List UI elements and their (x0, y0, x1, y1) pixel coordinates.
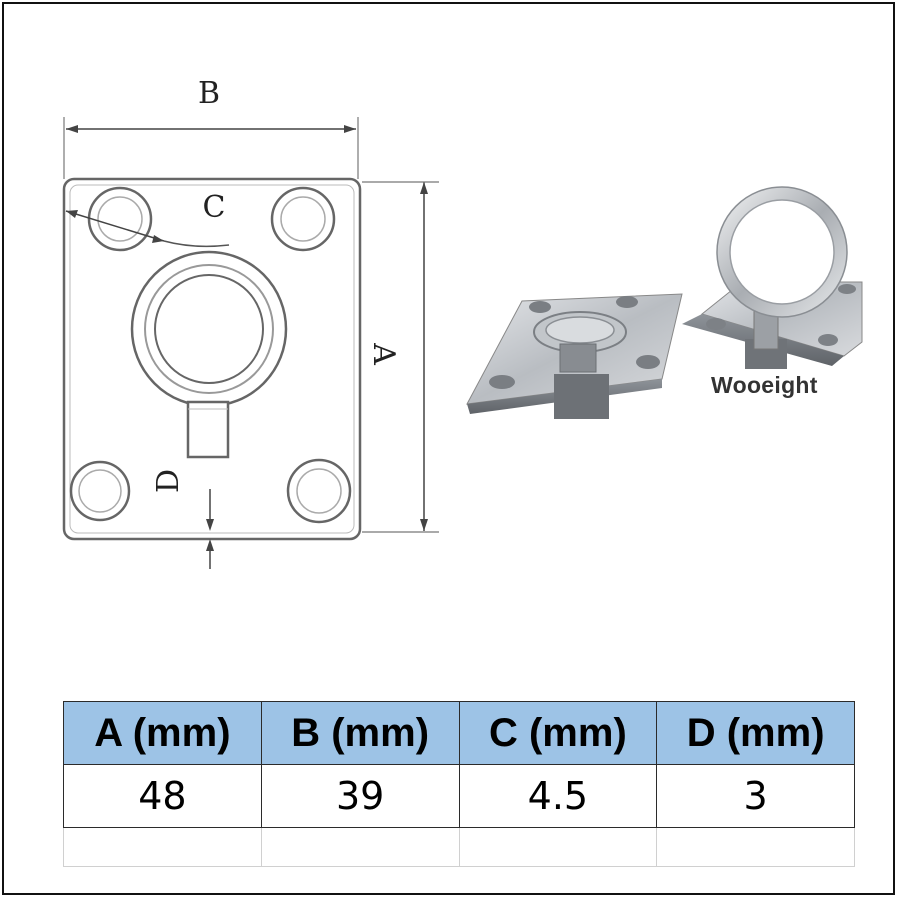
leader-line (163, 240, 230, 248)
empty-cell (458, 827, 658, 867)
screw-hole (69, 460, 131, 522)
table-header-row: A (mm) B (mm) C (mm) D (mm) (63, 701, 855, 765)
dimension-line-c (65, 210, 165, 242)
ring-tab (186, 400, 230, 459)
brand-watermark: Wooeight (711, 372, 818, 398)
technical-drawing: B A (44, 59, 474, 589)
value-c: 4.5 (458, 764, 658, 828)
empty-cell (260, 827, 460, 867)
arrow-icon (420, 182, 428, 194)
plate-outline (62, 177, 362, 541)
screw-hole (270, 186, 336, 252)
header-c: C (mm) (458, 701, 658, 765)
value-b: 39 (260, 764, 460, 828)
empty-cell (656, 827, 855, 867)
arrow-icon (420, 519, 428, 531)
table-empty-row (63, 827, 855, 867)
arrow-icon (66, 210, 78, 218)
arrow-icon (206, 519, 214, 531)
arrow-icon (206, 539, 214, 551)
plate-inner-edge (69, 184, 355, 534)
arrow-icon (66, 125, 78, 133)
header-d: D (mm) (656, 701, 855, 765)
hatch-flush (466, 293, 683, 419)
value-a: 48 (63, 764, 262, 828)
empty-cell (63, 827, 262, 867)
screw-hole (286, 458, 352, 524)
product-photo (462, 174, 882, 434)
dim-label-d: D (151, 469, 186, 493)
dim-label-a: A (366, 342, 401, 365)
header-b: B (mm) (260, 701, 460, 765)
header-a: A (mm) (63, 701, 262, 765)
value-d: 3 (656, 764, 855, 828)
screw-hole (87, 186, 153, 252)
arrow-icon (344, 125, 356, 133)
hatch-ring-raised (682, 186, 863, 369)
dim-label-b: B (198, 76, 220, 111)
table-row: 48 39 4.5 3 (63, 764, 855, 828)
dimension-table: A (mm) B (mm) C (mm) D (mm) 48 39 4.5 3 (63, 701, 855, 867)
dim-label-c: C (203, 190, 226, 225)
arrow-icon (152, 235, 164, 243)
